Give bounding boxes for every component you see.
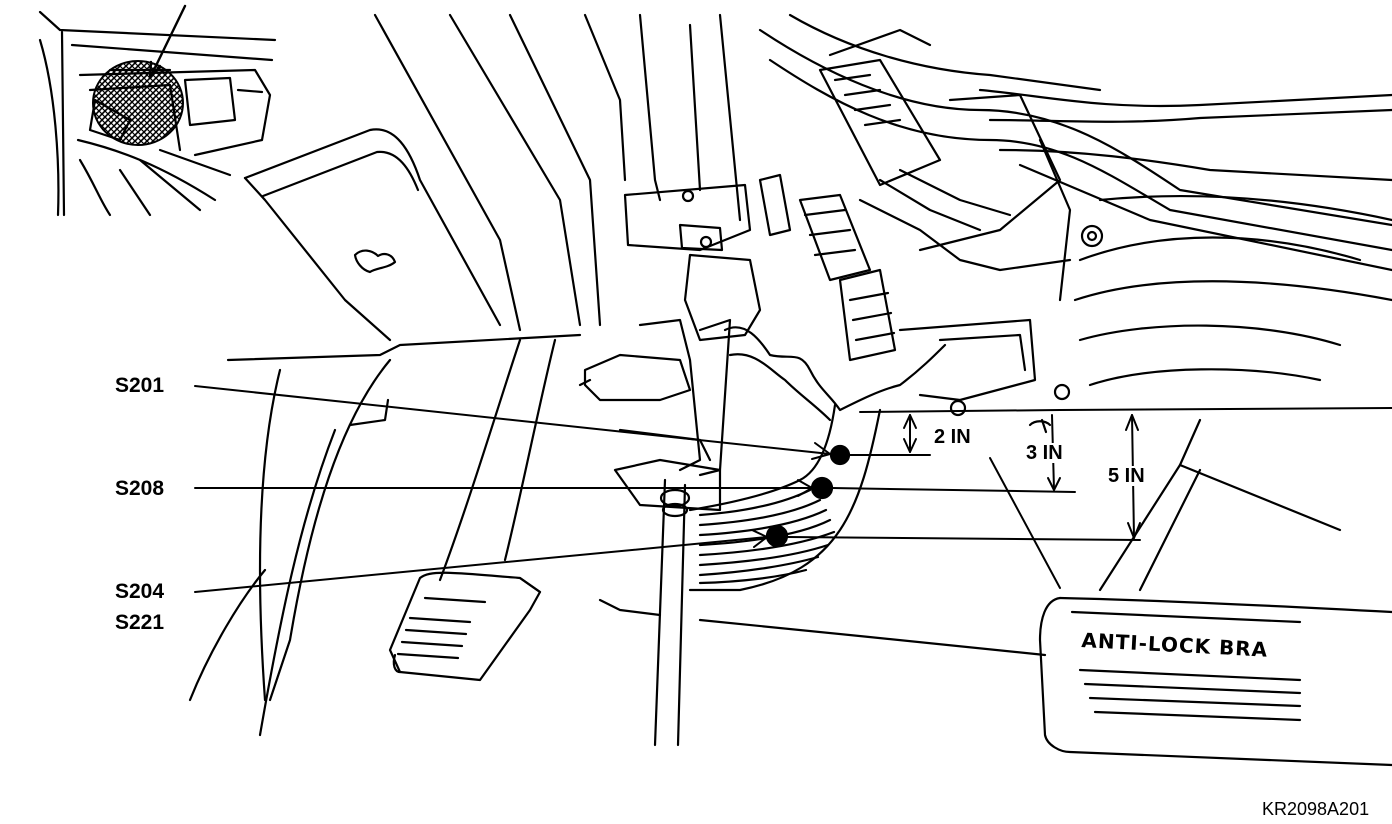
brake-pedal [388,571,542,682]
splices [765,444,851,548]
locator-arrow [148,4,187,80]
dimension-2in: 2 IN [932,426,973,448]
harness-bundle-lower [688,403,882,592]
callout-s204: S204 [115,580,165,603]
dimension-5in: 5 IN [1106,465,1147,487]
leader-s201 [194,385,831,455]
callout-s201: S201 [115,374,165,397]
leader-lines [194,385,831,593]
figure-code: KR2098A201 [1262,799,1370,819]
pedal-rod [653,478,1047,747]
callout-s221: S221 [115,611,165,634]
leader-s204 [194,536,768,593]
splice-s208 [810,476,834,500]
kick-panel [243,128,502,342]
connector-cluster [578,173,1037,477]
splice-s201 [829,444,851,466]
dimension-3in: 3 IN [1024,442,1065,464]
floor-outline [188,333,722,737]
anti-lock-plate [989,457,1392,767]
ext-3in [831,487,1076,493]
ext-5in [786,536,1141,541]
dash-structure [373,13,752,332]
locator-inset [38,4,277,217]
reference-lines [859,383,1392,592]
wiring-harness-upper [758,13,1392,387]
callout-s208: S208 [115,477,165,500]
splice-s204 [765,524,789,548]
